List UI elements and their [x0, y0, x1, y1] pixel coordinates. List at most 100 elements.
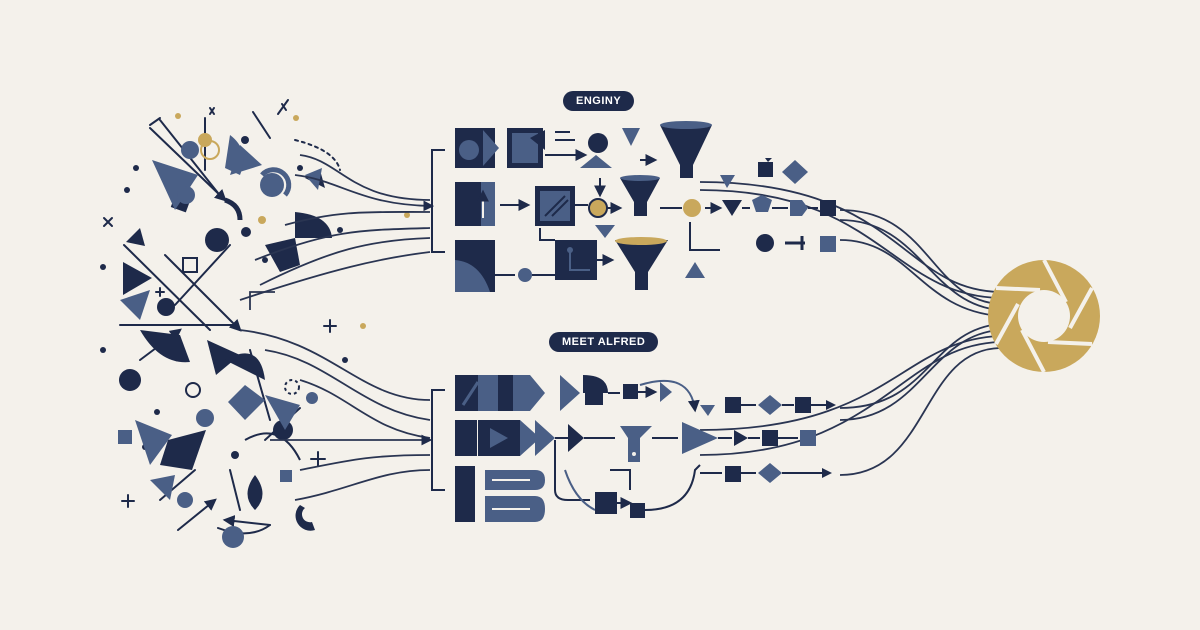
result-square — [800, 430, 816, 446]
chaos-line — [174, 244, 231, 306]
funnel-rim — [620, 175, 660, 181]
chaos-triangle — [152, 160, 198, 210]
chaos-dot — [119, 369, 141, 391]
result-diamond — [758, 395, 782, 415]
enginy-pipeline — [431, 121, 836, 292]
meet-alfred-label: MEET ALFRED — [549, 332, 659, 352]
process-triangle — [622, 128, 640, 146]
process-gold-node — [588, 198, 608, 218]
process-curve — [644, 464, 701, 511]
chaos-triangle — [126, 228, 145, 246]
connector-line — [249, 291, 275, 310]
process-pill-line — [492, 479, 530, 510]
result-pentagon — [752, 195, 772, 212]
aperture-blade — [1042, 259, 1068, 303]
play-icon — [490, 428, 508, 448]
result-triangle — [720, 175, 735, 188]
chaos-triangle — [123, 262, 152, 295]
chaos-dot — [100, 264, 106, 270]
process-node — [588, 133, 608, 153]
process-block — [455, 466, 475, 522]
process-arrowhead — [734, 430, 748, 446]
chaos-line — [123, 244, 211, 331]
connector-line — [839, 323, 1001, 409]
process-tag — [513, 375, 545, 411]
process-block-mark — [459, 140, 479, 160]
connector-line — [839, 209, 1001, 305]
process-triangle — [568, 424, 584, 452]
process-square — [630, 503, 645, 518]
aperture-blade — [1068, 287, 1094, 329]
chaos-dot — [205, 228, 229, 252]
process-node — [567, 247, 573, 253]
result-tee — [785, 236, 805, 250]
chaos-triangle — [150, 475, 175, 500]
connector-lines — [239, 154, 1001, 501]
chaos-square — [118, 430, 132, 444]
chaos-arc — [295, 505, 315, 531]
chaos-dot — [157, 298, 175, 316]
chaos-wedge — [225, 135, 244, 175]
chaos-arrow — [222, 515, 271, 528]
enginy-label: ENGINY — [563, 91, 635, 111]
result-square — [820, 200, 836, 216]
process-triangle — [560, 375, 580, 411]
aperture-blade — [995, 286, 1041, 292]
connector-line — [254, 227, 431, 261]
process-triangle — [685, 262, 705, 278]
connector-line — [239, 329, 431, 401]
process-block — [555, 240, 597, 280]
process-gold-node — [683, 199, 701, 217]
chaos-gold-dot — [198, 133, 212, 147]
process-line — [554, 440, 590, 501]
chaos-ring — [185, 382, 201, 398]
result-triangle — [700, 405, 715, 416]
chaos-arrow — [149, 127, 227, 202]
result-mark — [765, 158, 772, 162]
chaos-arc — [260, 167, 292, 197]
chaos-ring — [200, 140, 220, 160]
chaos-gold-dot — [293, 115, 299, 121]
connector-line — [299, 154, 431, 201]
aperture-opening — [1022, 290, 1066, 342]
chaos-dot — [181, 141, 199, 159]
process-triangle — [535, 420, 555, 456]
chaos-arrow — [164, 254, 242, 332]
process-line — [539, 228, 555, 241]
result-tag — [790, 200, 808, 216]
result-diamond — [758, 463, 782, 483]
chaos-dot — [297, 165, 303, 171]
process-base — [585, 393, 603, 405]
chaos-gold-dot — [258, 216, 266, 224]
process-square — [623, 384, 638, 399]
chaos-triangle — [135, 420, 172, 465]
process-triangle — [520, 420, 540, 456]
funnel-rim — [660, 121, 712, 129]
chaos-square — [280, 470, 292, 482]
chaos-line — [252, 111, 271, 139]
result-square — [762, 430, 778, 446]
chaos-triangle — [207, 340, 240, 375]
chaos-dot — [231, 451, 239, 459]
chaos-leaf — [247, 475, 263, 510]
connector-line — [839, 347, 1001, 476]
chaos-slash — [277, 99, 289, 115]
aperture-icon — [988, 259, 1100, 373]
process-triangle — [660, 382, 672, 402]
process-half-dome — [583, 375, 608, 393]
chaos-dot — [241, 227, 251, 237]
chaos-cross — [103, 217, 113, 227]
chaos-line — [149, 117, 161, 126]
process-line — [610, 469, 631, 490]
chaos-plus — [121, 494, 135, 508]
chaos-quarter — [295, 212, 332, 238]
process-axis — [569, 250, 590, 271]
result-node — [756, 234, 774, 252]
process-line — [689, 222, 720, 251]
result-square — [725, 466, 741, 482]
result-square — [820, 236, 836, 252]
funnel-icon — [615, 240, 668, 290]
chaos-line — [229, 469, 241, 511]
funnel-icon — [660, 125, 712, 178]
